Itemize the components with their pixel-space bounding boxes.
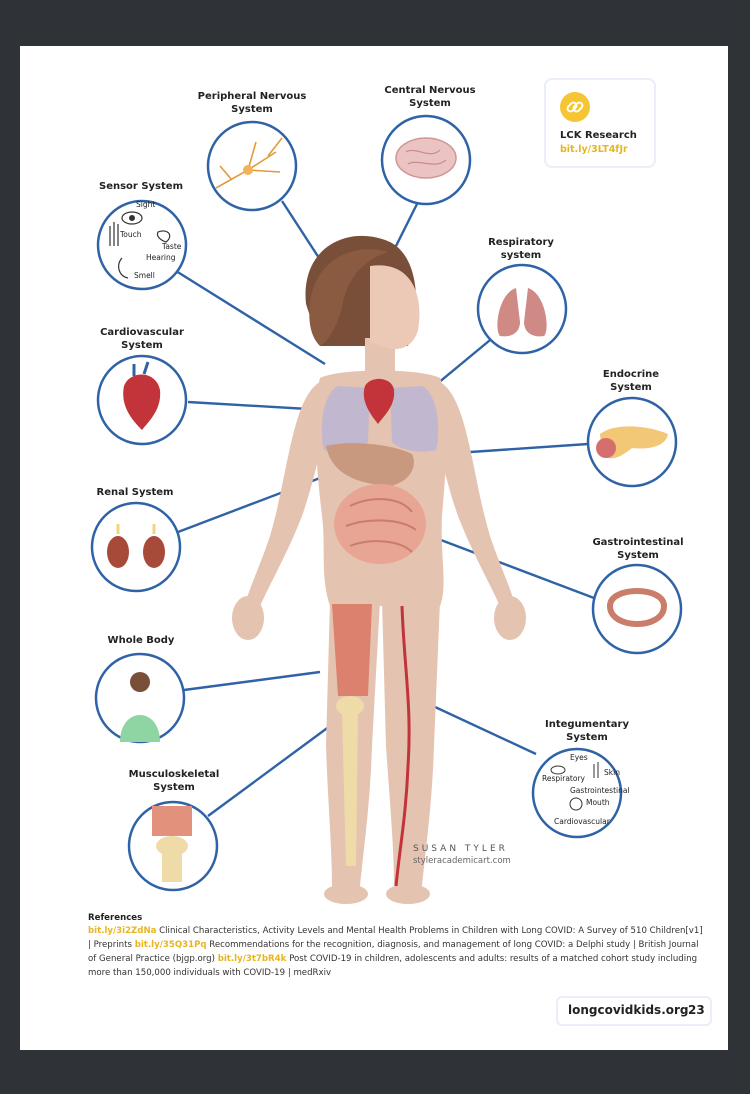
integ-gastrointestinal: Gastrointestinal (570, 786, 630, 795)
integ-respiratory: Respiratory (542, 774, 585, 783)
artist-name: SUSAN TYLER (413, 844, 508, 854)
reference-text-1: Clinical Characteristics, Activity Level… (88, 926, 703, 950)
integ-mouth: Mouth (586, 798, 610, 807)
footer-site[interactable]: longcovidkids.org (568, 1003, 689, 1017)
child-figure (232, 235, 526, 904)
artist-site: styleracademicart.com (413, 856, 511, 866)
sensor-sight: Sight (136, 200, 156, 209)
circle-contents (107, 137, 668, 882)
integ-cardiovascular: Cardiovascular (554, 817, 610, 826)
references-heading: References (88, 913, 143, 923)
reference-link-1[interactable]: bit.ly/3i2ZdNa (88, 926, 157, 936)
sensor-smell: Smell (134, 271, 155, 280)
label-sensor-system: Sensor System (99, 181, 183, 192)
lck-research-title: LCK Research (560, 130, 637, 141)
page-footer: longcovidkids.org 23 (556, 996, 712, 1026)
reference-link-3[interactable]: bit.ly/3t7bR4k (217, 954, 287, 964)
sensor-taste: Taste (162, 242, 182, 251)
page-number: 23 (688, 1003, 705, 1017)
reference-text-3: Post COVID-19 in children, adolescents a… (88, 954, 698, 978)
link-icon (560, 92, 590, 122)
sensor-touch: Touch (120, 230, 142, 239)
label-whole-body: Whole Body (107, 635, 175, 646)
label-renal-system: Renal System (96, 487, 174, 498)
connector-lines (175, 197, 595, 817)
integ-eyes: Eyes (570, 753, 588, 762)
reference-link-2[interactable]: bit.ly/35Q31Pq (134, 940, 207, 950)
sensor-hearing: Hearing (146, 253, 176, 262)
integ-skin: Skin (604, 768, 620, 777)
reference-text-2: Recommendations for the recognition, dia… (88, 940, 699, 964)
references-section: References bit.ly/3i2ZdNa Clinical Chara… (88, 912, 704, 980)
lck-research-link[interactable]: bit.ly/3LT4fJr (560, 144, 628, 155)
lck-research-card[interactable]: LCK Research bit.ly/3LT4fJr (544, 78, 656, 168)
body-systems-illustration (90, 114, 683, 904)
